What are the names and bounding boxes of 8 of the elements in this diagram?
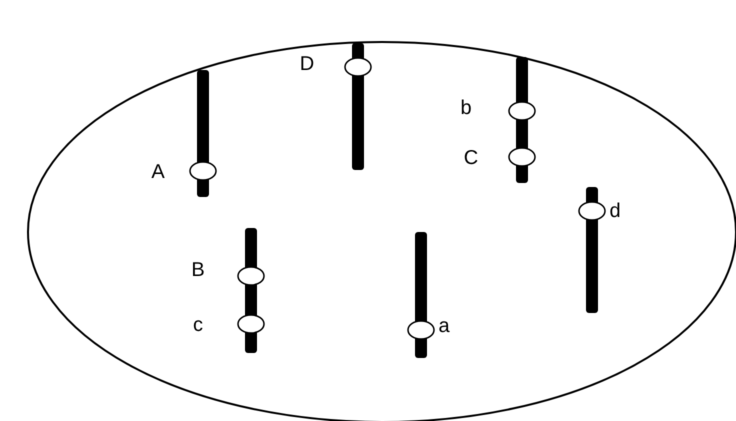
gene-label: C: [464, 148, 478, 168]
gene-label: A: [151, 162, 165, 182]
gene-label: b: [460, 98, 472, 118]
gene-label: B: [191, 260, 205, 280]
gene-label: a: [438, 316, 450, 336]
gene-label: D: [300, 54, 314, 74]
gene-label: c: [193, 315, 203, 335]
gene-label: d: [609, 201, 621, 221]
